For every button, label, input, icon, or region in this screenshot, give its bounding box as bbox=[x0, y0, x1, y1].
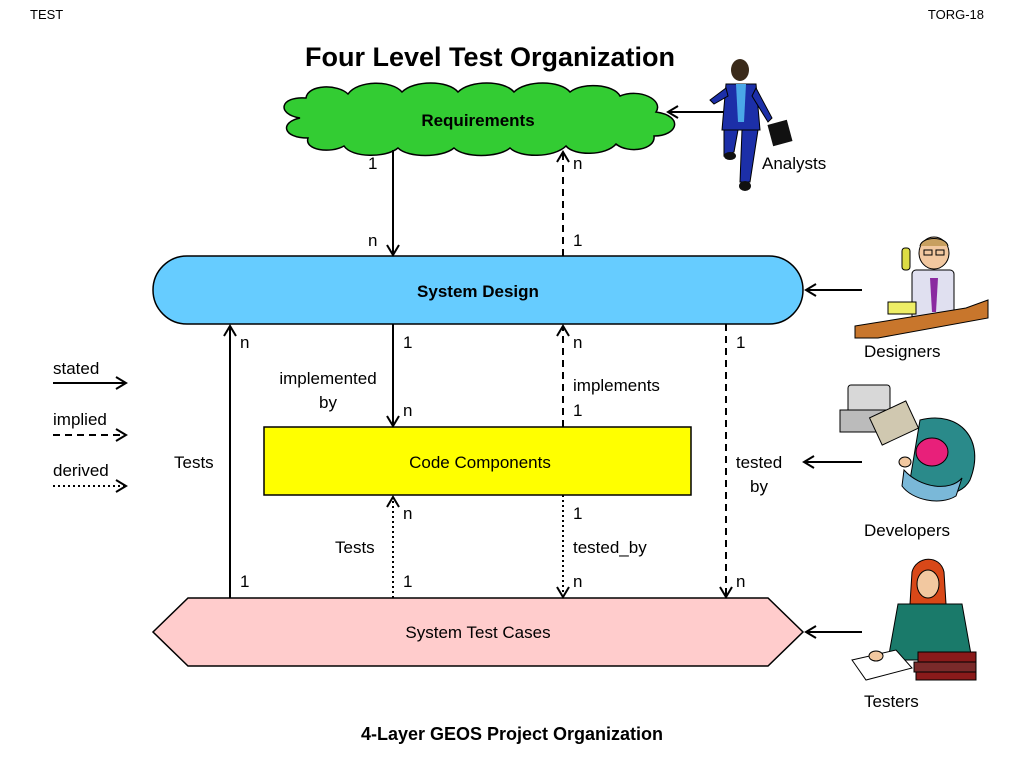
multiplicity-label: 1 bbox=[403, 333, 412, 352]
multiplicity-label: n bbox=[403, 401, 412, 420]
system-test-cases-label: System Test Cases bbox=[405, 623, 550, 642]
legend-derived-label: derived bbox=[53, 461, 109, 480]
system-design-node: System Design bbox=[152, 255, 804, 325]
edge-label-implements: implements bbox=[573, 376, 660, 395]
multiplicity-label: 1 bbox=[240, 572, 249, 591]
header-right-label: TORG-18 bbox=[927, 7, 984, 22]
multiplicity-label: n bbox=[403, 504, 412, 523]
code-components-node: Code Components bbox=[263, 426, 692, 496]
multiplicity-label: n bbox=[240, 333, 249, 352]
multiplicity-label: n bbox=[736, 572, 745, 591]
multiplicity-label: n bbox=[573, 154, 582, 173]
multiplicity-label: 1 bbox=[736, 333, 745, 352]
multiplicity-label: 1 bbox=[573, 231, 582, 250]
multiplicity-label: 1 bbox=[573, 401, 582, 420]
edge-labels: implemented by implements Tests tested b… bbox=[174, 369, 782, 557]
designer-figure-icon bbox=[854, 236, 989, 339]
designers-label: Designers bbox=[864, 342, 941, 361]
diagram-caption: 4-Layer GEOS Project Organization bbox=[360, 724, 664, 744]
multiplicity-labels: 1 n n 1 n 1 1 n n 1 1 n n 1 1 n bbox=[240, 154, 745, 591]
code-components-shape bbox=[263, 426, 692, 496]
analyst-figure-icon bbox=[709, 59, 793, 191]
legend-implied-label: implied bbox=[53, 410, 107, 429]
analysts-label: Analysts bbox=[762, 154, 826, 173]
code-components-label: Code Components bbox=[409, 453, 551, 472]
requirements-cloud-shape bbox=[283, 82, 676, 157]
developer-figure-icon bbox=[839, 384, 976, 502]
edge-label-tested-by-mid: tested_by bbox=[573, 538, 647, 557]
edge-label-tested-by-right-line2: by bbox=[750, 477, 768, 496]
multiplicity-label: n bbox=[368, 231, 377, 250]
multiplicity-label: n bbox=[573, 333, 582, 352]
tester-figure-icon bbox=[851, 558, 977, 681]
edge-label-tests-left: Tests bbox=[174, 453, 214, 472]
multiplicity-label: 1 bbox=[368, 154, 377, 173]
system-design-shape bbox=[152, 255, 804, 325]
requirements-label: Requirements bbox=[421, 111, 534, 130]
system-test-cases-shape bbox=[151, 597, 805, 667]
multiplicity-label: 1 bbox=[573, 504, 582, 523]
edges bbox=[223, 105, 862, 639]
requirements-node: Requirements bbox=[283, 82, 676, 157]
edge-label-implemented-by-line1: implemented bbox=[279, 369, 376, 388]
legend: stated implied derived bbox=[53, 359, 128, 493]
system-test-cases-node: System Test Cases bbox=[151, 597, 805, 667]
edge-label-implemented-by-line2: by bbox=[319, 393, 337, 412]
diagram-title: Four Level Test Organization bbox=[305, 42, 675, 72]
testers-label: Testers bbox=[864, 692, 919, 711]
legend-stated-label: stated bbox=[53, 359, 99, 378]
developers-label: Developers bbox=[864, 521, 950, 540]
multiplicity-label: n bbox=[573, 572, 582, 591]
edge-label-tests-mid: Tests bbox=[335, 538, 375, 557]
header-left-label: TEST bbox=[30, 7, 64, 22]
system-design-label: System Design bbox=[417, 282, 539, 301]
multiplicity-label: 1 bbox=[403, 572, 412, 591]
edge-label-tested-by-right-line1: tested bbox=[736, 453, 782, 472]
